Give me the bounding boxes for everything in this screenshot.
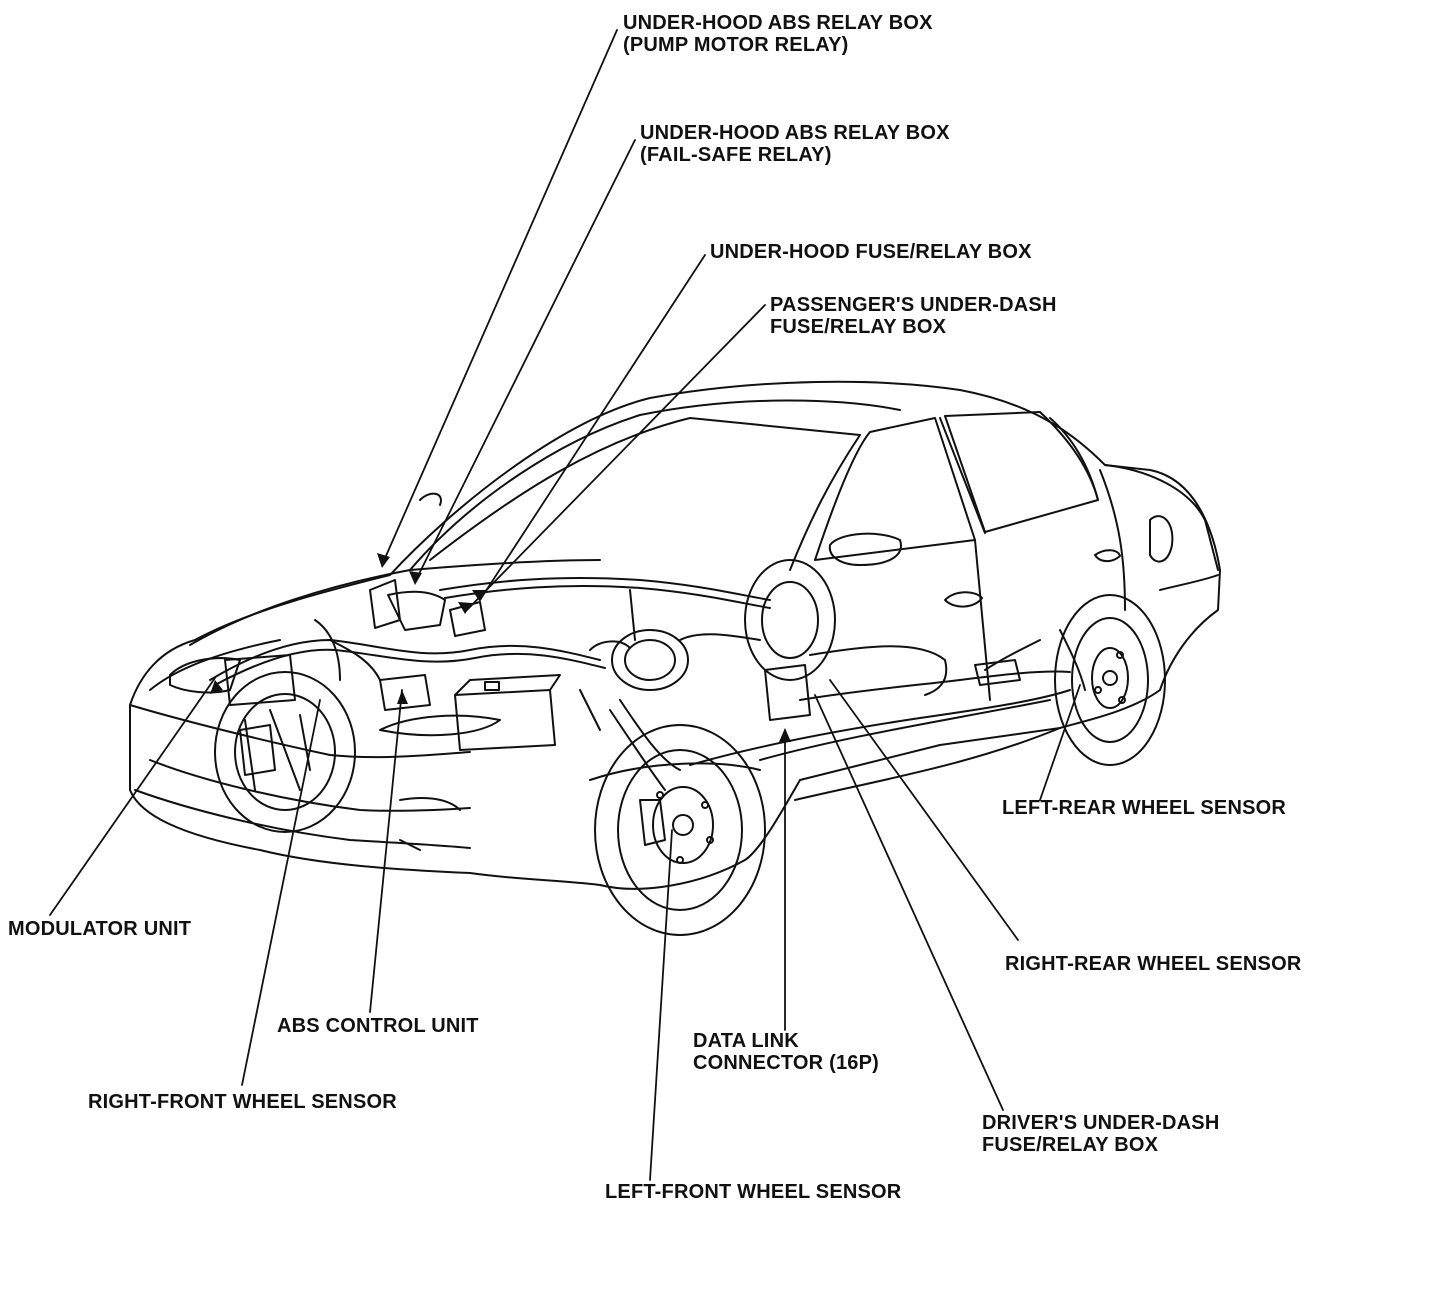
label-left-front-wheel-sensor: LEFT-FRONT WHEEL SENSOR [605,1181,902,1203]
leader-under-hood-fuse [479,254,706,601]
label-right-rear-wheel-sensor: RIGHT-REAR WHEEL SENSOR [1005,953,1302,975]
leader-right-front-sensor [241,699,321,1086]
windshield [429,417,861,571]
label-right-front-wheel-sensor: RIGHT-FRONT WHEEL SENSOR [88,1091,397,1113]
leader-abs-control-unit [369,689,403,1013]
leader-passenger-under-dash [464,304,766,613]
leader-left-rear-sensor [1039,684,1081,801]
roofline [409,399,901,571]
leader-left-front-sensor [649,829,673,1181]
brake-lines [209,639,601,681]
label-passenger-under-dash: PASSENGER'S UNDER-DASH FUSE/RELAY BOX [770,294,1057,338]
trunk-lid [1104,464,1219,571]
side-mirror [828,532,902,566]
label-left-rear-wheel-sensor: LEFT-REAR WHEEL SENSOR [1002,797,1287,819]
label-under-hood-fuse-box: UNDER-HOOD FUSE/RELAY BOX [710,241,1032,263]
car-body-outline [129,380,1221,890]
left-rear-wheel [1054,594,1166,766]
rear-quarter-window [1049,417,1099,501]
label-drivers-under-dash: DRIVER'S UNDER-DASH FUSE/RELAY BOX [982,1112,1220,1156]
leader-drivers-under-dash [814,694,1004,1111]
leader-pump-motor-relay [381,29,618,566]
label-fail-safe-relay: UNDER-HOOD ABS RELAY BOX (FAIL-SAFE RELA… [640,122,950,166]
leader-right-rear-sensor [829,679,1019,941]
label-data-link-connector: DATA LINK CONNECTOR (16P) [693,1030,879,1074]
modulator-unit-box [224,654,296,706]
leader-fail-safe-relay [414,139,636,583]
relay-box [369,579,401,629]
right-rear-wheel [744,559,836,681]
rear-door-window [944,411,1099,533]
label-abs-control-unit: ABS CONTROL UNIT [277,1015,479,1037]
label-pump-motor-relay: UNDER-HOOD ABS RELAY BOX (PUMP MOTOR REL… [623,12,933,56]
right-front-wheel [214,671,356,833]
c-pillar [1099,469,1126,611]
battery [454,689,556,751]
driver-fuse-box [764,664,811,721]
abs-control-unit-box [379,674,431,711]
label-modulator-unit: MODULATOR UNIT [8,918,192,940]
brake-booster [611,629,689,691]
hood [189,559,601,646]
rear-brake-line [689,689,1071,766]
headlight [169,657,241,694]
leader-modulator-unit [49,677,216,916]
front-door-window [814,417,976,561]
left-front-wheel [594,724,766,936]
front-bumper [129,704,471,759]
